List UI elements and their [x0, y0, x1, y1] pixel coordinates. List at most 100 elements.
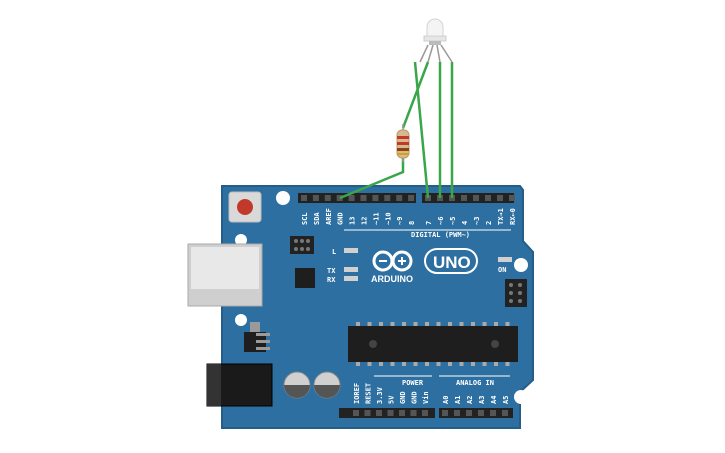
power-led: ON	[498, 257, 512, 274]
digital-header-label: DIGITAL (PWM~)	[411, 231, 470, 239]
power-pin-label: 5V	[388, 395, 396, 404]
reset-button[interactable]	[228, 191, 262, 223]
mounting-hole	[235, 234, 247, 246]
atmega-chip	[348, 322, 518, 366]
power-pin-label: GND	[399, 391, 407, 404]
digital-pin-label: TX→1	[497, 208, 505, 225]
digital-pin-label: SCL	[301, 212, 309, 225]
analog-pin-label: A5	[502, 396, 510, 404]
power-header-label: POWER	[402, 379, 424, 387]
chip-pin	[448, 322, 452, 326]
mounting-hole	[276, 191, 290, 205]
digital-pin-hole[interactable]	[461, 195, 467, 201]
chip-pin	[482, 362, 487, 366]
chip-pin	[379, 362, 383, 366]
chip-pin	[356, 362, 360, 366]
arduino-logo: ARDUINO UNO	[371, 248, 478, 284]
mounting-hole	[235, 314, 247, 326]
analog-pin-hole[interactable]	[442, 410, 448, 416]
usb-chip	[295, 268, 315, 288]
chip-pin	[436, 362, 441, 366]
analog-pin-hole[interactable]	[490, 410, 496, 416]
digital-pin-label: RX←0	[509, 208, 517, 225]
wire-resistor-to-led[interactable]	[401, 61, 430, 129]
power-pin-hole[interactable]	[353, 410, 359, 416]
analog-pin-label: A0	[442, 396, 450, 404]
onboard-leds: L TX RX	[327, 248, 358, 284]
on-label: ON	[498, 266, 506, 274]
capacitor	[313, 371, 341, 399]
digital-pin-hole[interactable]	[485, 195, 491, 201]
digital-pin-hole[interactable]	[497, 195, 503, 201]
digital-pin-hole[interactable]	[509, 195, 515, 201]
digital-pin-label: 2	[485, 221, 493, 225]
chip-pin	[390, 362, 395, 366]
power-pin-hole[interactable]	[422, 410, 428, 416]
resistor[interactable]	[396, 124, 410, 162]
led-label-rx: RX	[327, 276, 336, 284]
analog-pin-label: A2	[466, 396, 474, 404]
power-pin-label: 3.3V	[376, 386, 384, 404]
analog-pin-hole[interactable]	[466, 410, 472, 416]
chip-pin	[436, 322, 441, 326]
power-pin-hole[interactable]	[387, 410, 394, 416]
digital-pin-hole[interactable]	[384, 195, 391, 201]
digital-pin-hole[interactable]	[301, 195, 307, 201]
chip-pin	[413, 362, 418, 366]
led-label-l: L	[332, 248, 336, 256]
digital-pin-label: ~10	[384, 212, 392, 225]
analog-pin-label: A3	[478, 396, 486, 404]
digital-pin-label: 8	[408, 221, 416, 225]
digital-pin-label: ~11	[372, 212, 380, 225]
capacitor	[283, 371, 311, 399]
model-label: UNO	[433, 253, 471, 272]
chip-pin	[494, 322, 498, 326]
digital-pin-hole[interactable]	[312, 195, 319, 201]
digital-pin-label: ~5	[449, 217, 457, 225]
chip-pin	[448, 362, 452, 366]
wire-gnd[interactable]	[339, 158, 405, 200]
power-pin-hole[interactable]	[399, 410, 405, 416]
digital-pin-label: 7	[425, 221, 433, 225]
analog-pin-hole[interactable]	[502, 410, 508, 416]
digital-pin-label: 4	[461, 221, 469, 225]
power-pin-hole[interactable]	[376, 410, 382, 416]
usb-connector	[187, 243, 263, 307]
digital-pin-label: ~6	[437, 217, 445, 225]
digital-pin-hole[interactable]	[396, 195, 403, 201]
analog-pin-hole[interactable]	[478, 410, 484, 416]
chip-pin	[379, 322, 383, 326]
digital-pin-hole[interactable]	[360, 195, 367, 201]
chip-pin	[459, 362, 464, 366]
digital-pin-hole[interactable]	[408, 195, 415, 201]
chip-pin	[425, 322, 429, 326]
power-pin-label: Vin	[422, 391, 430, 404]
chip-pin	[494, 362, 498, 366]
power-pin-hole[interactable]	[364, 410, 371, 416]
power-pin-hole[interactable]	[410, 410, 417, 416]
chip-pin	[425, 362, 429, 366]
rgb-led[interactable]	[419, 18, 453, 63]
wire-pin-7[interactable]	[413, 61, 430, 199]
digital-pin-hole[interactable]	[348, 195, 355, 201]
voltage-regulator	[244, 322, 270, 352]
chip-pin	[367, 322, 372, 326]
analog-header-label: ANALOG IN	[456, 379, 494, 387]
chip-pin	[367, 362, 372, 366]
chip-pin	[390, 322, 395, 326]
brand-label: ARDUINO	[371, 274, 413, 284]
chip-pin	[402, 362, 406, 366]
chip-pin	[459, 322, 464, 326]
digital-pin-label: ~9	[396, 217, 404, 225]
chip-pin	[471, 362, 475, 366]
digital-pin-hole[interactable]	[473, 195, 479, 201]
analog-pin-hole[interactable]	[454, 410, 460, 416]
digital-pin-hole[interactable]	[324, 195, 331, 201]
chip-pin	[482, 322, 487, 326]
digital-pin-hole[interactable]	[336, 195, 343, 201]
digital-pin-hole[interactable]	[372, 195, 379, 201]
